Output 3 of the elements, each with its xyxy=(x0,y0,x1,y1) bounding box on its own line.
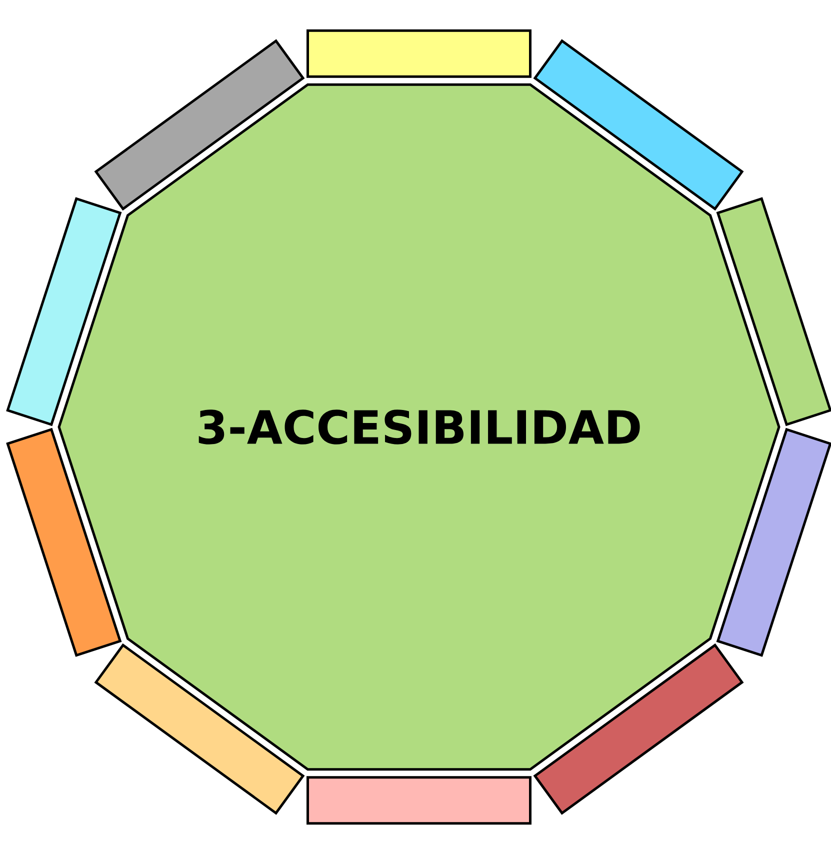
decagon: 3-ACCESIBILIDAD xyxy=(58,83,780,771)
color-bar xyxy=(306,29,532,78)
color-bar xyxy=(306,776,532,825)
